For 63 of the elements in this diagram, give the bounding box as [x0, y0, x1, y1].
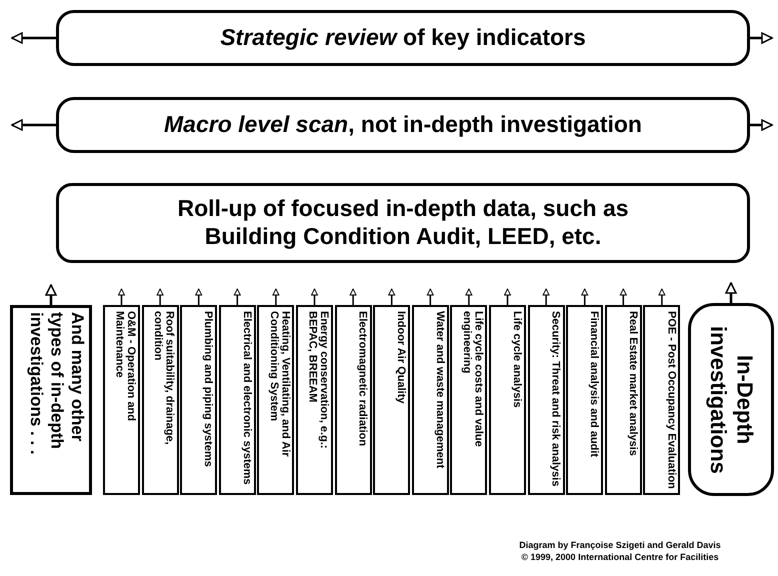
arrow	[272, 288, 280, 305]
rounded-column	[688, 303, 774, 496]
arrow	[465, 288, 472, 305]
column-box	[142, 305, 179, 495]
arrow	[750, 32, 773, 44]
arrow	[542, 288, 550, 305]
arrow	[620, 288, 627, 305]
arrow	[426, 288, 434, 305]
column-box	[296, 305, 333, 495]
column-box	[334, 305, 372, 495]
column-box	[412, 305, 449, 495]
column-box	[10, 305, 92, 495]
node-label: Energy conservation, e.g.: BEPAC, BREEAM	[306, 311, 329, 451]
node-label: Macro level scan, not in-depth investigation	[164, 111, 642, 139]
column-box	[528, 305, 565, 495]
column-box	[257, 305, 294, 495]
column-box	[180, 305, 218, 495]
node-label: Electrical and electronic systems	[240, 311, 252, 485]
rounded-box	[56, 10, 750, 66]
column-box	[450, 305, 488, 495]
column-box	[643, 305, 680, 495]
column-box	[103, 305, 140, 495]
column-box	[373, 305, 410, 495]
column-box	[566, 305, 604, 495]
column-box	[489, 305, 526, 495]
node-label: POE - Post Occupancy Evaluation	[664, 311, 676, 489]
credit-note: © 1999, 2000 International Centre for Facilities	[520, 552, 720, 562]
credit-note: Diagram by Françoise Szigeti and Gerald Davis	[518, 540, 722, 550]
node-label: Electromagnetic radiation	[356, 311, 368, 446]
node-label: Life cycle analysis	[510, 311, 522, 408]
arrow	[11, 119, 56, 131]
node-label: Roof suitability, drainage, condition	[152, 311, 175, 447]
arrow	[350, 288, 357, 305]
node-label: In-Depth investigations	[705, 324, 758, 476]
arrow	[750, 119, 773, 131]
node-label: Plumbing and piping systems	[202, 311, 214, 467]
node-label: Roll-up of focused in-depth data, such as Building Condition Audit, LEED, etc.	[176, 195, 630, 251]
arrow	[388, 288, 396, 305]
node-label: Strategic review of key indicators	[220, 24, 586, 52]
node-label: Water and waste management	[433, 311, 445, 468]
arrow	[45, 284, 57, 305]
arrow	[504, 288, 511, 305]
arrow	[581, 288, 588, 305]
node-label: Heating, Ventilating, and Air Conditioning System	[267, 311, 290, 459]
node-label: Life cycle costs and value engineering	[460, 311, 484, 449]
arrow	[195, 288, 202, 305]
node-label: Indoor Air Quality	[394, 311, 406, 404]
node-label: Real Estate market analysis	[626, 311, 638, 456]
arrow	[156, 288, 164, 305]
column-box	[604, 305, 642, 495]
node-label: Security: Threat and risk analysis	[549, 311, 561, 486]
node-label: Financial analysis and audit	[588, 311, 600, 458]
arrow	[311, 288, 318, 305]
arrow	[11, 32, 56, 44]
arrow	[118, 288, 125, 305]
column-box	[218, 305, 256, 495]
rounded-box	[56, 97, 750, 153]
arrow	[658, 288, 666, 305]
node-label: O&M - Operation and Maintenance	[112, 311, 136, 423]
rounded-box	[56, 183, 750, 263]
arrow	[725, 282, 737, 303]
arrow	[234, 288, 241, 305]
node-label: And many other types of in-depth investigations . . .	[26, 312, 87, 457]
